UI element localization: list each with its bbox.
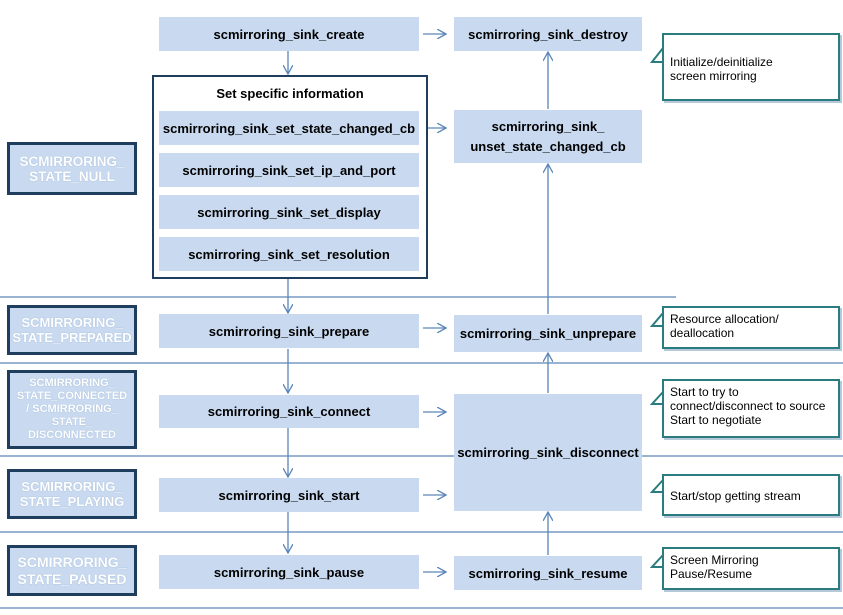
set-resolution-box: scmirroring_sink_set_resolution <box>159 237 419 271</box>
callout-pause-resume: Screen Mirroring Pause/Resume <box>662 547 840 590</box>
callout-pointer <box>649 554 664 568</box>
destroy-function-box: scmirroring_sink_destroy <box>454 17 642 51</box>
group-title: Set specific information <box>216 86 364 101</box>
callout-stream: Start/stop getting stream <box>662 474 840 516</box>
state-paused-label: SCMIRRORING_ STATE_PAUSED <box>7 545 137 596</box>
state-playing-label: SCMIRRORING_ STATE_PLAYING <box>7 469 137 519</box>
prepare-function-box: scmirroring_sink_prepare <box>159 314 419 348</box>
start-function-box: scmirroring_sink_start <box>159 478 419 512</box>
unset-state-changed-cb-box: scmirroring_sink_ unset_state_changed_cb <box>454 110 642 163</box>
callout-resource: Resource allocation/ deallocation <box>662 306 840 349</box>
state-connected-disconnected-label: SCMIRRORING_ STATE_CONNECTED / SCMIRRORI… <box>7 370 137 449</box>
create-function-box: scmirroring_sink_create <box>159 17 419 51</box>
callout-pointer <box>649 391 664 405</box>
state-prepared-label: SCMIRRORING_ STATE_PREPARED <box>7 305 137 355</box>
pause-function-box: scmirroring_sink_pause <box>159 555 419 589</box>
resume-function-box: scmirroring_sink_resume <box>454 556 642 590</box>
callout-pointer <box>649 479 664 493</box>
callout-initialize: Initialize/deinitialize screen mirroring <box>662 33 840 101</box>
set-ip-and-port-box: scmirroring_sink_set_ip_and_port <box>159 153 419 187</box>
callout-pointer <box>649 47 664 63</box>
disconnect-function-box: scmirroring_sink_disconnect <box>454 394 642 511</box>
callout-connect: Start to try to connect/disconnect to so… <box>662 379 840 438</box>
connect-function-box: scmirroring_sink_connect <box>159 395 419 428</box>
unprepare-function-box: scmirroring_sink_unprepare <box>454 315 642 352</box>
state-null-label: SCMIRRORING_ STATE_NULL <box>7 142 137 195</box>
callout-pointer <box>649 312 664 327</box>
set-state-changed-cb-box: scmirroring_sink_set_state_changed_cb <box>159 111 419 145</box>
set-display-box: scmirroring_sink_set_display <box>159 195 419 229</box>
